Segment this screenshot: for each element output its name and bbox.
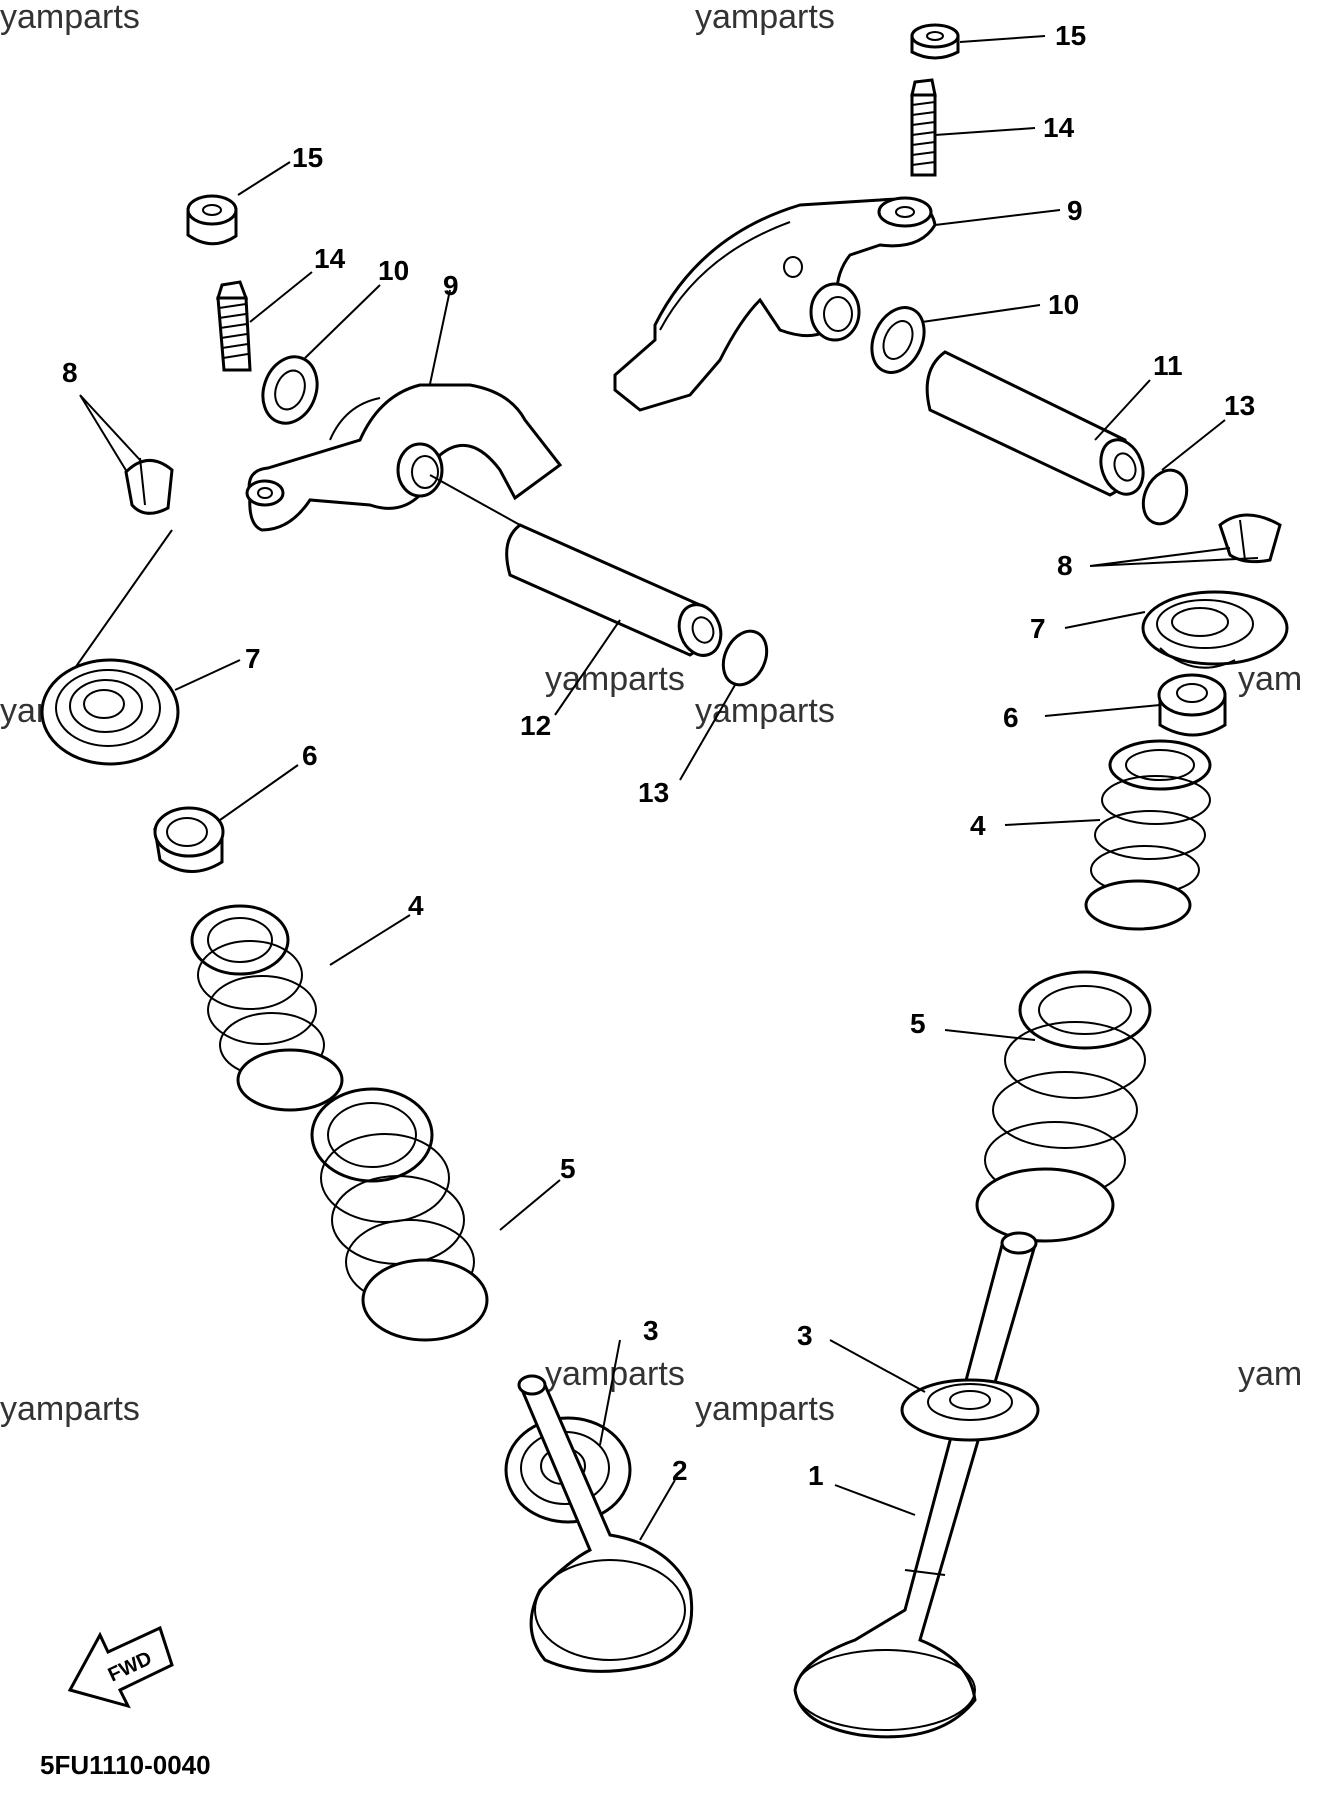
callout-11: 11 — [1153, 350, 1183, 381]
rocker-shaft-left — [429, 474, 723, 657]
outer-spring-right — [975, 970, 1152, 1243]
callout-6-left: 6 — [302, 740, 318, 771]
nut-left — [186, 194, 238, 246]
callout-12: 12 — [520, 710, 551, 741]
callout-6-right: 6 — [1003, 702, 1019, 733]
stem-seal-left — [153, 806, 225, 873]
callout-4-left: 4 — [408, 890, 424, 921]
intake-valve — [517, 1374, 694, 1673]
callout-7-left: 7 — [245, 643, 261, 674]
callout-5-left: 5 — [560, 1153, 576, 1184]
callout-10-left: 10 — [378, 255, 409, 286]
watermark-low-2: yamparts — [695, 1390, 835, 1428]
callout-14-right: 14 — [1043, 112, 1075, 143]
inner-spring-right — [1084, 739, 1212, 931]
spring-retainer-left — [40, 658, 180, 766]
valve-cotter-right — [1218, 513, 1282, 564]
stem-seal-right — [1157, 673, 1227, 737]
callout-2: 2 — [672, 1455, 688, 1486]
watermark-mid-1: yamparts — [545, 660, 685, 698]
valve-cotter-left — [124, 457, 174, 515]
watermark-right-low-cut: yam — [1238, 1355, 1302, 1393]
callout-15-right: 15 — [1055, 20, 1086, 51]
washer-left — [261, 355, 319, 425]
callout-5-right: 5 — [910, 1008, 926, 1039]
callout-3-right: 3 — [797, 1320, 813, 1351]
callout-13-right: 13 — [1224, 390, 1255, 421]
callout-9-right: 9 — [1067, 195, 1083, 226]
inner-spring-left — [190, 904, 344, 1112]
diagram-code: 5FU1110-0040 — [40, 1750, 211, 1780]
callout-10-right: 10 — [1048, 289, 1079, 320]
callout-14-left: 14 — [314, 243, 346, 274]
adjusting-screw-left — [215, 280, 252, 372]
rocker-shaft-right — [925, 350, 1145, 497]
callout-8-right: 8 — [1057, 550, 1073, 581]
watermark-top-center: yamparts — [695, 0, 835, 36]
callout-1: 1 — [808, 1460, 824, 1491]
callout-8-left: 8 — [62, 357, 78, 388]
watermark-mid-2: yamparts — [695, 692, 835, 730]
watermark-low-1: yamparts — [545, 1355, 685, 1393]
watermark-top-left: yamparts — [0, 0, 140, 36]
fwd-arrow: FWD — [67, 1625, 174, 1709]
callout-9-left: 9 — [443, 270, 459, 301]
outer-spring-left — [310, 1087, 489, 1342]
rocker-arm-right — [613, 196, 937, 412]
washer-right — [870, 306, 926, 374]
callout-4-right: 4 — [970, 810, 986, 841]
watermark-left-low: yamparts — [0, 1390, 140, 1428]
exhaust-valve — [793, 1231, 1038, 1739]
callout-13-left: 13 — [638, 777, 669, 808]
nut-right — [910, 23, 960, 60]
callout-7-right: 7 — [1030, 613, 1046, 644]
spring-seat-right — [900, 1378, 1040, 1442]
o-ring-right — [1141, 468, 1189, 526]
callout-3-left: 3 — [643, 1315, 659, 1346]
watermark-right-mid-cut: yam — [1238, 660, 1302, 698]
spring-retainer-right — [1141, 590, 1289, 669]
callout-15-left: 15 — [292, 142, 323, 173]
adjusting-screw-right — [910, 78, 937, 177]
rocker-arm-left — [245, 383, 563, 532]
o-ring-left — [721, 629, 769, 687]
